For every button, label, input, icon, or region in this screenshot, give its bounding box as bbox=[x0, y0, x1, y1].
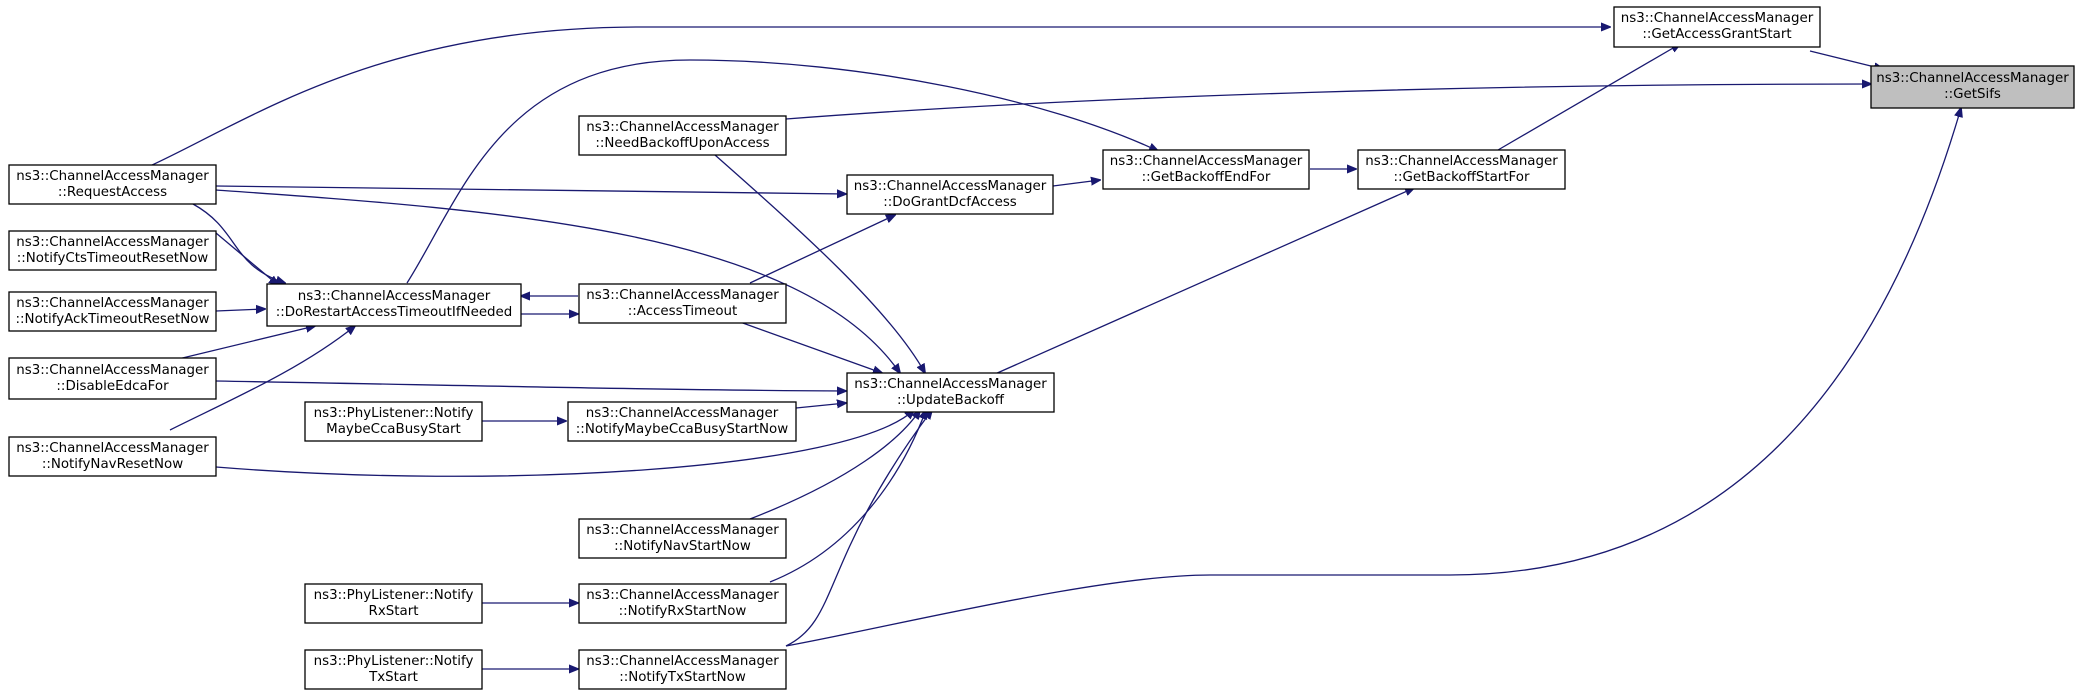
node-get-sifs[interactable]: ns3::ChannelAccessManager ::GetSifs bbox=[1870, 65, 2075, 109]
node-request-access[interactable]: ns3::ChannelAccessManager ::RequestAcces… bbox=[8, 164, 217, 205]
node-phy-notify-maybe-cca-busy-start-line2: MaybeCcaBusyStart bbox=[326, 422, 461, 437]
node-notify-rx-start-now[interactable]: ns3::ChannelAccessManager ::NotifyRxStar… bbox=[578, 583, 787, 624]
node-notify-tx-start-now-line1: ns3::ChannelAccessManager bbox=[586, 654, 779, 669]
node-do-grant-dcf-access-line2: ::DoGrantDcfAccess bbox=[883, 195, 1017, 210]
node-notify-ack-timeout-reset-now-line2: ::NotifyAckTimeoutResetNow bbox=[16, 312, 210, 327]
node-need-backoff-upon-access-line1: ns3::ChannelAccessManager bbox=[586, 120, 779, 135]
node-do-grant-dcf-access-line1: ns3::ChannelAccessManager bbox=[854, 179, 1047, 194]
edge-needbackoff-to-updatebackoff bbox=[714, 154, 925, 373]
node-notify-tx-start-now[interactable]: ns3::ChannelAccessManager ::NotifyTxStar… bbox=[578, 649, 787, 690]
node-access-timeout-line2: ::AccessTimeout bbox=[628, 304, 738, 319]
node-get-access-grant-start-line1: ns3::ChannelAccessManager bbox=[1621, 11, 1814, 26]
edge-dogrant-to-getbackoffend bbox=[1052, 180, 1100, 187]
node-access-timeout-line1: ns3::ChannelAccessManager bbox=[586, 288, 779, 303]
node-access-timeout[interactable]: ns3::ChannelAccessManager ::AccessTimeou… bbox=[578, 283, 787, 324]
edge-notifycts-to-dorestart bbox=[215, 232, 278, 285]
node-get-backoff-start-for-line1: ns3::ChannelAccessManager bbox=[1365, 154, 1558, 169]
node-request-access-line1: ns3::ChannelAccessManager bbox=[16, 169, 209, 184]
node-do-restart-access-timeout[interactable]: ns3::ChannelAccessManager ::DoRestartAcc… bbox=[266, 283, 522, 327]
node-need-backoff-upon-access[interactable]: ns3::ChannelAccessManager ::NeedBackoffU… bbox=[578, 115, 787, 156]
node-disable-edca-for[interactable]: ns3::ChannelAccessManager ::DisableEdcaF… bbox=[8, 357, 217, 400]
node-get-access-grant-start[interactable]: ns3::ChannelAccessManager ::GetAccessGra… bbox=[1613, 6, 1821, 48]
edge-accesstimeout-to-dogrant bbox=[749, 215, 895, 284]
node-notify-nav-start-now-line2: ::NotifyNavStartNow bbox=[614, 539, 751, 554]
edge-getbackoffstart-to-getaccessgrant bbox=[1497, 44, 1680, 151]
node-request-access-line2: ::RequestAccess bbox=[58, 185, 167, 200]
node-phy-notify-rx-start-line1: ns3::PhyListener::Notify bbox=[314, 588, 474, 603]
node-get-backoff-end-for[interactable]: ns3::ChannelAccessManager ::GetBackoffEn… bbox=[1102, 149, 1310, 190]
edge-notifynavreset-to-dorestart bbox=[169, 326, 355, 431]
edges bbox=[149, 27, 1961, 669]
node-get-sifs-line1: ns3::ChannelAccessManager bbox=[1876, 71, 2069, 86]
node-phy-notify-tx-start-line2: TxStart bbox=[368, 670, 418, 685]
node-notify-nav-reset-now[interactable]: ns3::ChannelAccessManager ::NotifyNavRes… bbox=[8, 436, 217, 477]
node-phy-notify-rx-start-line2: RxStart bbox=[369, 604, 419, 619]
node-phy-notify-maybe-cca-busy-start[interactable]: ns3::PhyListener::Notify MaybeCcaBusySta… bbox=[304, 401, 483, 442]
node-notify-maybe-cca-busy-start-now-line1: ns3::ChannelAccessManager bbox=[586, 406, 779, 421]
node-notify-ack-timeout-reset-now[interactable]: ns3::ChannelAccessManager ::NotifyAckTim… bbox=[8, 291, 217, 332]
node-get-sifs-line2: ::GetSifs bbox=[1944, 87, 2001, 102]
edge-notifytxstart-to-updatebackoff bbox=[785, 410, 932, 647]
node-notify-maybe-cca-busy-start-now-line2: ::NotifyMaybeCcaBusyStartNow bbox=[576, 422, 788, 437]
edge-needbackoff-to-getsifs bbox=[785, 84, 1871, 120]
node-notify-ack-timeout-reset-now-line1: ns3::ChannelAccessManager bbox=[16, 296, 209, 311]
node-do-grant-dcf-access[interactable]: ns3::ChannelAccessManager ::DoGrantDcfAc… bbox=[846, 174, 1054, 215]
node-update-backoff[interactable]: ns3::ChannelAccessManager ::UpdateBackof… bbox=[846, 372, 1055, 413]
node-notify-rx-start-now-line1: ns3::ChannelAccessManager bbox=[586, 588, 779, 603]
edge-disableedca-to-updatebackoff bbox=[215, 380, 846, 391]
node-get-backoff-start-for[interactable]: ns3::ChannelAccessManager ::GetBackoffSt… bbox=[1357, 149, 1566, 190]
edge-accesstimeout-to-updatebackoff bbox=[739, 321, 882, 373]
edge-dorestart-to-getbackoffend bbox=[406, 59, 1158, 284]
node-get-backoff-end-for-line2: ::GetBackoffEndFor bbox=[1142, 170, 1271, 185]
edge-notifynavreset-to-updatebackoff bbox=[215, 410, 914, 477]
edge-requestaccess-to-updatebackoff bbox=[215, 189, 900, 373]
node-disable-edca-for-line1: ns3::ChannelAccessManager bbox=[16, 363, 209, 378]
edge-notifyrxstart-to-updatebackoff bbox=[769, 410, 926, 583]
node-notify-nav-reset-now-line1: ns3::ChannelAccessManager bbox=[16, 441, 209, 456]
node-notify-cts-timeout-reset-now[interactable]: ns3::ChannelAccessManager ::NotifyCtsTim… bbox=[8, 230, 217, 271]
edge-notifynavstart-to-updatebackoff bbox=[749, 410, 920, 520]
node-phy-notify-rx-start[interactable]: ns3::PhyListener::Notify RxStart bbox=[304, 583, 483, 624]
node-notify-nav-reset-now-line2: ::NotifyNavResetNow bbox=[42, 457, 183, 472]
node-notify-tx-start-now-line2: ::NotifyTxStartNow bbox=[619, 670, 746, 685]
node-notify-maybe-cca-busy-start-now[interactable]: ns3::ChannelAccessManager ::NotifyMaybeC… bbox=[567, 401, 797, 442]
node-do-restart-access-timeout-line2: ::DoRestartAccessTimeoutIfNeeded bbox=[276, 305, 513, 320]
node-do-restart-access-timeout-line1: ns3::ChannelAccessManager bbox=[298, 289, 491, 304]
node-notify-cts-timeout-reset-now-line1: ns3::ChannelAccessManager bbox=[16, 235, 209, 250]
node-need-backoff-upon-access-line2: ::NeedBackoffUponAccess bbox=[595, 136, 769, 151]
node-get-backoff-end-for-line1: ns3::ChannelAccessManager bbox=[1110, 154, 1303, 169]
node-update-backoff-line1: ns3::ChannelAccessManager bbox=[854, 377, 1047, 392]
node-update-backoff-line2: ::UpdateBackoff bbox=[897, 393, 1005, 408]
node-notify-cts-timeout-reset-now-line2: ::NotifyCtsTimeoutResetNow bbox=[17, 251, 208, 266]
node-notify-nav-start-now-line1: ns3::ChannelAccessManager bbox=[586, 523, 779, 538]
edge-requestaccess-to-getaccessgrant bbox=[149, 27, 1610, 167]
node-get-backoff-start-for-line2: ::GetBackoffStartFor bbox=[1394, 170, 1530, 185]
node-get-access-grant-start-line2: ::GetAccessGrantStart bbox=[1642, 27, 1791, 42]
edge-disableedca-to-dorestart bbox=[169, 326, 315, 362]
edge-notifyack-to-dorestart bbox=[215, 309, 265, 311]
node-phy-notify-maybe-cca-busy-start-line1: ns3::PhyListener::Notify bbox=[314, 406, 474, 421]
node-disable-edca-for-line2: ::DisableEdcaFor bbox=[56, 379, 169, 394]
node-phy-notify-tx-start[interactable]: ns3::PhyListener::Notify TxStart bbox=[304, 649, 483, 690]
edge-updatebackoff-to-getbackoffstart bbox=[994, 188, 1414, 375]
edge-notifytxstart-to-getsifs bbox=[785, 108, 1961, 647]
node-notify-rx-start-now-line2: ::NotifyRxStartNow bbox=[619, 604, 747, 619]
node-notify-nav-start-now[interactable]: ns3::ChannelAccessManager ::NotifyNavSta… bbox=[578, 518, 787, 559]
node-phy-notify-tx-start-line1: ns3::PhyListener::Notify bbox=[314, 654, 474, 669]
